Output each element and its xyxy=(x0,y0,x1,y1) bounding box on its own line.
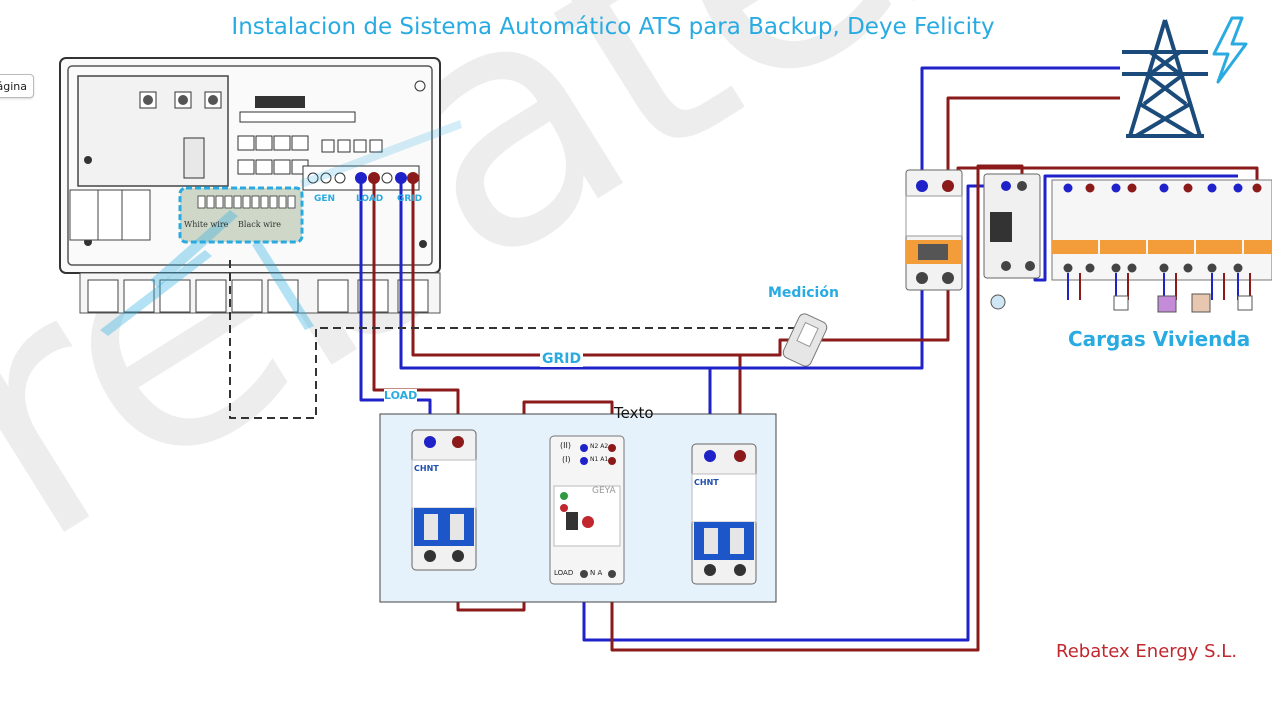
black-wire-label: Black wire xyxy=(238,220,282,229)
lightning-icon xyxy=(1212,16,1248,84)
port-label-load: LOAD xyxy=(356,194,384,204)
grid-wire-label: GRID xyxy=(540,351,584,367)
ats-output-label: LOAD xyxy=(554,569,574,577)
grid-tower-icon xyxy=(1122,19,1208,138)
grid-breaker xyxy=(691,443,757,585)
port-label-gen: GEN xyxy=(314,194,336,204)
ats-switch xyxy=(549,435,625,585)
house-loads-label: Cargas Vivienda xyxy=(1068,327,1251,351)
distribution-board xyxy=(983,173,1272,313)
ats-input-ii: (II) xyxy=(560,441,571,450)
measurement-label: Medición xyxy=(768,285,839,301)
ats-input-i: (I) xyxy=(562,455,571,464)
ats-panel-label: Texto xyxy=(614,404,654,422)
ats-terminal-n2a2: N2 A2 xyxy=(590,443,609,450)
main-grid-breaker xyxy=(905,169,963,291)
port-label-grid: GRID xyxy=(397,194,423,204)
company-name: Rebatex Energy S.L. xyxy=(1056,641,1238,662)
backup-breaker xyxy=(411,429,477,571)
ats-terminal-n1a1: N1 A1 xyxy=(590,456,609,463)
page-button[interactable]: ágina xyxy=(0,74,34,98)
grid-breaker-brand: CHNT xyxy=(694,478,719,487)
ats-brand: GEYA xyxy=(592,486,616,496)
wires xyxy=(229,66,1259,652)
diagram-title: Instalacion de Sistema Automático ATS pa… xyxy=(231,14,995,40)
backup-breaker-brand: CHNT xyxy=(414,464,439,473)
current-clamp-icon xyxy=(782,313,828,367)
white-wire-label: White wire xyxy=(184,220,229,229)
ats-output-terminals: N A xyxy=(590,569,603,577)
inverter xyxy=(59,57,462,336)
load-wire-label: LOAD xyxy=(384,389,418,402)
